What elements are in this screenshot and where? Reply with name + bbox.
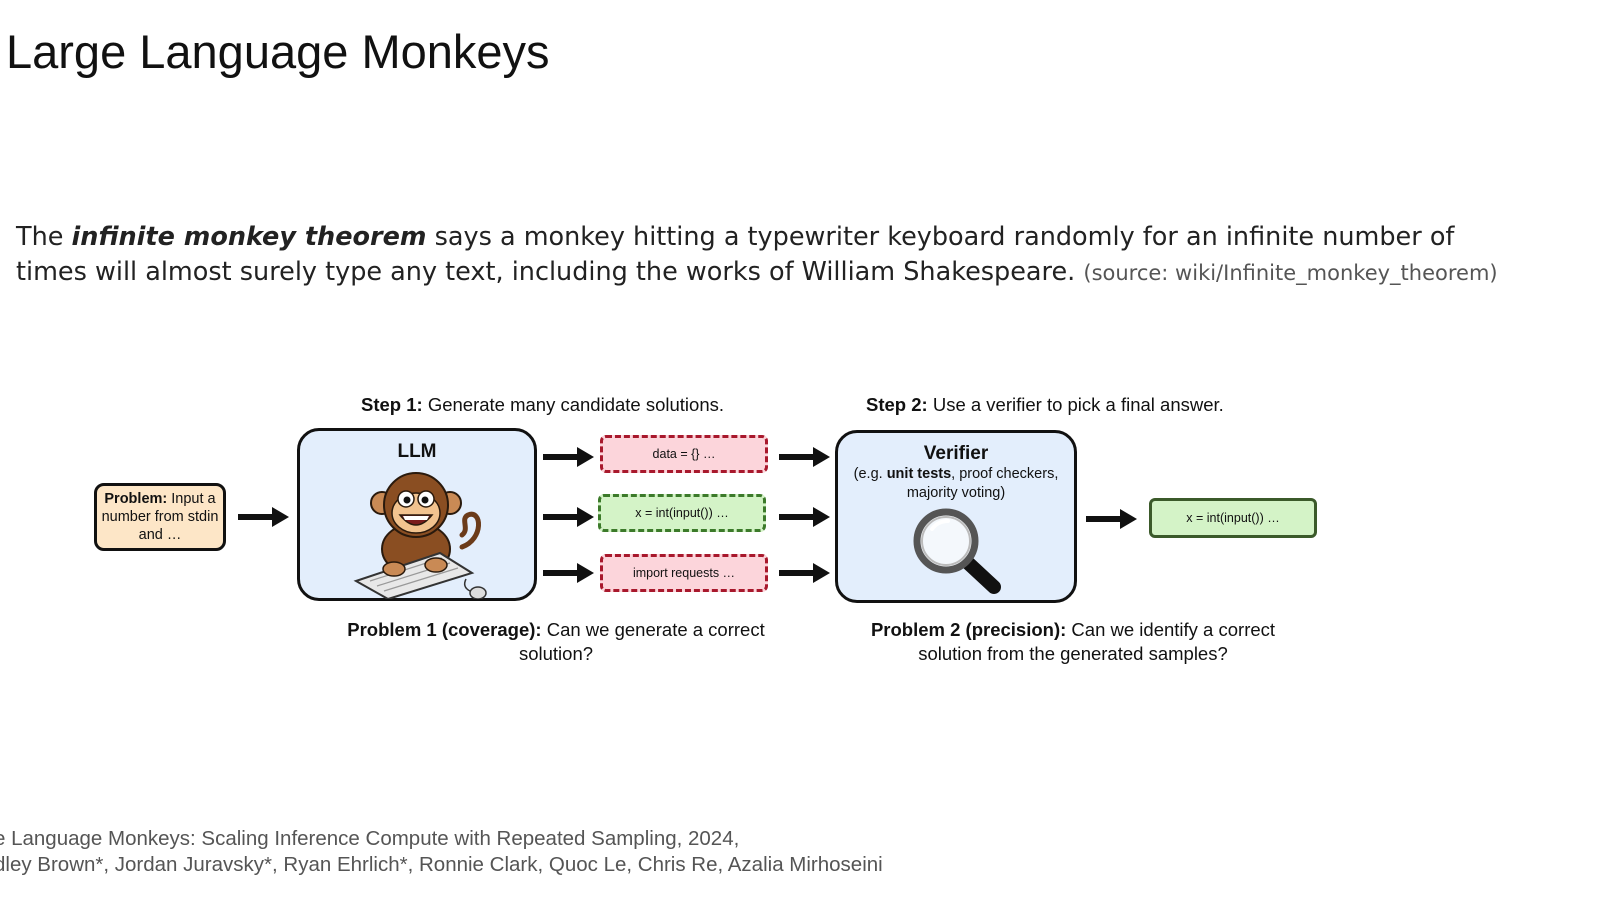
candidate-solution-3: import requests … bbox=[600, 554, 768, 592]
theorem-paragraph: The infinite monkey theorem says a monke… bbox=[16, 220, 1516, 291]
lead-text-start: The bbox=[16, 222, 72, 252]
problem-text: Input a number from stdin and … bbox=[101, 491, 219, 543]
arrow-icon bbox=[543, 507, 594, 527]
step2-label: Step 2: bbox=[866, 394, 928, 415]
monkey-typing-icon bbox=[353, 472, 487, 599]
arrow-icon bbox=[1086, 509, 1137, 529]
llm-label: LLM bbox=[397, 441, 437, 462]
step1-text: Generate many candidate solutions. bbox=[422, 394, 725, 415]
verifier-description: (e.g. unit tests, proof checkers, majori… bbox=[838, 465, 1074, 503]
verifier-desc-end: , proof checkers, majority voting) bbox=[906, 466, 1059, 501]
arrow-icon bbox=[543, 563, 594, 583]
arrow-icon bbox=[779, 447, 830, 467]
problem-box: Problem: Input a number from stdin and … bbox=[94, 483, 226, 551]
arrow-icon bbox=[779, 507, 830, 527]
llm-panel: LLM bbox=[297, 428, 537, 601]
arrow-icon bbox=[238, 507, 289, 527]
candidate-solution-1: data = {} … bbox=[600, 435, 768, 473]
verifier-desc-bold: unit tests bbox=[886, 466, 952, 482]
citation-line-1: e Language Monkeys: Scaling Inference Co… bbox=[0, 827, 740, 850]
problem2-label: Problem 2 (precision): bbox=[870, 619, 1067, 640]
citation-line-2: dley Brown*, Jordan Juravsky*, Ryan Ehrl… bbox=[0, 853, 883, 876]
citation: e Language Monkeys: Scaling Inference Co… bbox=[0, 826, 883, 878]
step2-text: Use a verifier to pick a final answer. bbox=[927, 394, 1224, 415]
problem1-label: Problem 1 (coverage): bbox=[347, 619, 542, 640]
problem1-text: Can we generate a correct solution? bbox=[518, 619, 765, 664]
magnifying-glass-icon bbox=[913, 508, 1001, 594]
step1-caption: Step 1: Generate many candidate solution… bbox=[361, 394, 724, 416]
verifier-panel: Verifier (e.g. unit tests, proof checker… bbox=[835, 430, 1077, 603]
step1-label: Step 1: bbox=[361, 394, 423, 415]
lead-text-end: says a monkey hitting a typewriter keybo… bbox=[16, 222, 1455, 287]
slide-title: Large Language Monkeys bbox=[6, 25, 550, 78]
verifier-desc-start: (e.g. bbox=[853, 466, 887, 482]
step2-caption: Step 2: Use a verifier to pick a final a… bbox=[866, 394, 1224, 416]
lead-source: (source: wiki/Infinite_monkey_theorem) bbox=[1083, 261, 1498, 285]
candidate-solution-2: x = int(input()) … bbox=[598, 494, 766, 532]
problem2-text: Can we identify a correct solution from … bbox=[918, 619, 1276, 664]
problem-label: Problem: bbox=[104, 491, 168, 507]
problem2-caption: Problem 2 (precision): Can we identify a… bbox=[850, 618, 1296, 666]
verifier-label: Verifier bbox=[923, 443, 989, 464]
problem1-caption: Problem 1 (coverage): Can we generate a … bbox=[326, 618, 786, 666]
theorem-name: infinite monkey theorem bbox=[71, 222, 427, 252]
arrow-icon bbox=[779, 563, 830, 583]
arrow-icon bbox=[543, 447, 594, 467]
final-answer-box: x = int(input()) … bbox=[1149, 498, 1317, 538]
